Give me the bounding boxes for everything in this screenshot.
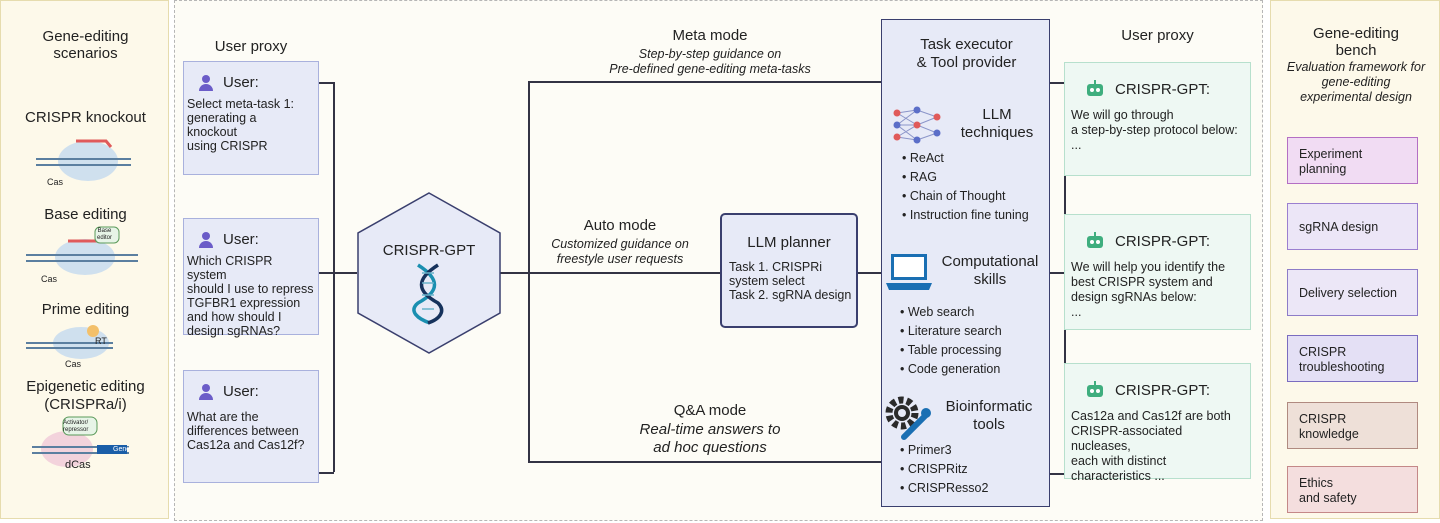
- robot-icon: [1087, 80, 1103, 96]
- prime-editing-tag: RT: [95, 336, 107, 346]
- gpt-reply-2: CRISPR-GPT: We will help you identify th…: [1064, 214, 1251, 330]
- computational-skills-title: Computational skills: [941, 253, 1039, 288]
- scenario-prime-editing-label: Prime editing: [41, 301, 130, 318]
- gpt-reply-text: We will help you identify the best CRISP…: [1071, 260, 1226, 319]
- scenario-knockout-label: CRISPR knockout: [25, 109, 146, 126]
- scenario-epigenetic-enzyme: dCas: [65, 459, 91, 471]
- robot-icon: [1087, 381, 1103, 397]
- scenario-base-editing-label: Base editing: [44, 206, 127, 223]
- user2-connector: [319, 272, 357, 274]
- list-item: • Primer3: [900, 443, 952, 457]
- task-executor-panel: Task executor & Tool provider LLM techni…: [881, 19, 1050, 507]
- user-label: User:: [223, 74, 259, 91]
- list-item: • Web search: [900, 305, 975, 319]
- gpt-label: CRISPR-GPT:: [1115, 80, 1211, 98]
- list-item: • Code generation: [900, 362, 1001, 376]
- bench-title: Gene-editing bench: [1313, 25, 1399, 59]
- epigenetic-illustration: [32, 416, 129, 467]
- qa-mode-title: Q&A mode: [673, 402, 747, 419]
- user-icon: [199, 232, 213, 248]
- neural-network-icon: [893, 106, 941, 144]
- executor-title: Task executor & Tool provider: [916, 36, 1017, 71]
- gpt1-connector: [1049, 82, 1064, 84]
- base-editing-illustration: [26, 226, 138, 275]
- bench-subtitle: Evaluation framework for gene-editing ex…: [1286, 60, 1426, 104]
- bench-item-delivery-selection: Delivery selection: [1287, 269, 1418, 316]
- user-label: User:: [223, 383, 259, 400]
- user-icon: [199, 75, 213, 91]
- meta-mode-title: Meta mode: [672, 27, 748, 44]
- scenario-knockout-enzyme: Cas: [47, 177, 64, 187]
- user-label: User:: [223, 231, 259, 248]
- user3-connector: [319, 472, 334, 474]
- prime-editing-illustration: [26, 325, 113, 359]
- planner-title: LLM planner: [747, 234, 831, 251]
- llm-techniques-list: • ReAct • RAG • Chain of Thought • Instr…: [902, 149, 1029, 225]
- meta-mode-line: [528, 81, 881, 83]
- user-message-text: What are the differences between Cas12a …: [187, 410, 305, 452]
- scenario-base-editing-enzyme: Cas: [41, 274, 58, 284]
- laptop-icon: [886, 254, 932, 290]
- list-item: • Table processing: [900, 343, 1002, 357]
- list-item: • RAG: [902, 170, 937, 184]
- scenario-prime-editing-enzyme: Cas: [65, 359, 82, 369]
- user-message-1: User: Select meta-task 1: generating a k…: [183, 61, 319, 175]
- gene-editing-scenarios-panel: Gene-editing scenarios CRISPR knockout C…: [0, 0, 169, 519]
- bench-item-experiment-planning: Experiment planning: [1287, 137, 1418, 184]
- bench-item-crispr-troubleshooting: CRISPR troubleshooting: [1287, 335, 1418, 382]
- list-item: • CRISPRitz: [900, 462, 968, 476]
- robot-icon: [1087, 232, 1103, 248]
- gpt-reply-1: CRISPR-GPT: We will go through a step-by…: [1064, 62, 1251, 176]
- user1-connector: [319, 82, 334, 84]
- hub-to-modes-line: [500, 272, 720, 274]
- knockout-illustration: [36, 139, 131, 181]
- user-proxy-right-title: User proxy: [1121, 27, 1194, 44]
- qa-mode-desc: Real-time answers to ad hoc questions: [639, 421, 781, 456]
- planner-to-executor-line: [857, 272, 881, 274]
- executor-bus-connector: [1049, 272, 1064, 274]
- gpt3-connector: [1049, 473, 1064, 475]
- auto-mode-title: Auto mode: [583, 217, 657, 234]
- auto-mode-desc: Customized guidance on freestyle user re…: [551, 237, 689, 266]
- planner-tasks: Task 1. CRISPRi system select Task 2. sg…: [729, 260, 852, 302]
- list-item: • Literature search: [900, 324, 1002, 338]
- list-item: • CRISPResso2: [900, 481, 989, 495]
- user-message-2: User: Which CRISPR system should I use t…: [183, 218, 319, 338]
- user-message-3: User: What are the differences between C…: [183, 370, 319, 483]
- user-icon: [199, 384, 213, 400]
- epigenetic-tag: Activator/ repressor: [63, 420, 89, 433]
- bioinformatic-tools-title: Bioinformatic tools: [945, 398, 1033, 433]
- gpt-reply-3: CRISPR-GPT: Cas12a and Cas12f are both C…: [1064, 363, 1251, 483]
- meta-mode-desc: Step-by-step guidance on Pre-defined gen…: [609, 47, 811, 76]
- computational-skills-list: • Web search • Literature search • Table…: [900, 303, 1002, 379]
- bench-item-sgrna-design: sgRNA design: [1287, 203, 1418, 250]
- mode-bus-vertical: [528, 81, 530, 462]
- scenarios-title: Gene-editing scenarios: [42, 28, 129, 62]
- gpt-label: CRISPR-GPT:: [1115, 232, 1211, 250]
- gpt-label: CRISPR-GPT:: [1115, 381, 1211, 399]
- gpt-reply-text: We will go through a step-by-step protoc…: [1071, 108, 1238, 152]
- bench-item-ethics-safety: Ethics and safety: [1287, 466, 1418, 513]
- list-item: • Chain of Thought: [902, 189, 1006, 203]
- user-bus-vertical: [333, 82, 335, 472]
- list-item: • ReAct: [902, 151, 944, 165]
- llm-techniques-title: LLM techniques: [960, 106, 1034, 141]
- llm-planner-box: LLM planner Task 1. CRISPRi system selec…: [720, 213, 858, 328]
- scenario-epigenetic-label: Epigenetic editing (CRISPRa/i): [26, 378, 145, 413]
- user-message-text: Which CRISPR system should I use to repr…: [187, 254, 314, 338]
- dna-icon: [412, 263, 444, 325]
- user-proxy-left-title: User proxy: [214, 38, 288, 55]
- bioinformatic-tools-list: • Primer3 • CRISPRitz • CRISPResso2: [900, 441, 988, 498]
- epigenetic-gene-label: Gene: [113, 446, 131, 453]
- hub-label: CRISPR-GPT: [382, 242, 476, 259]
- gpt-reply-text: Cas12a and Cas12f are both CRISPR-associ…: [1071, 409, 1231, 483]
- qa-mode-line: [528, 461, 881, 463]
- gear-wrench-icon: [885, 396, 931, 440]
- base-editing-tag: Base editor: [97, 228, 113, 241]
- user-message-text: Select meta-task 1: generating a knockou…: [187, 97, 294, 153]
- list-item: • Instruction fine tuning: [902, 208, 1029, 222]
- bench-item-crispr-knowledge: CRISPR knowledge: [1287, 402, 1418, 449]
